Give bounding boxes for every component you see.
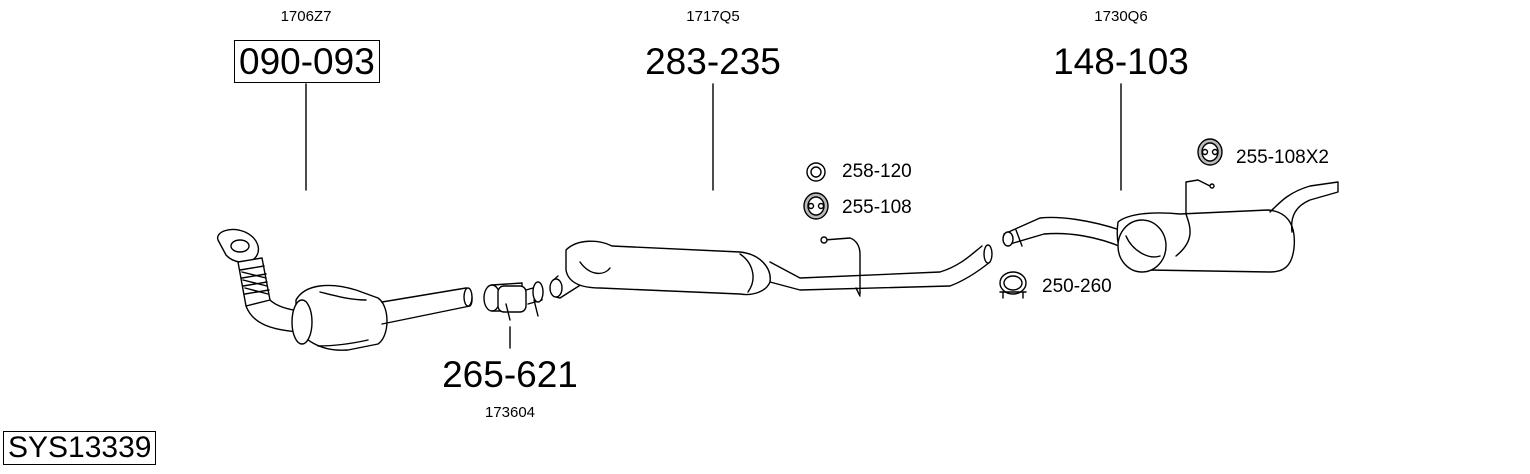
rubber-hanger-icon — [1198, 139, 1222, 165]
oe-number-173604: 173604 — [484, 404, 536, 421]
joint-clamp-icon — [484, 282, 543, 320]
clamp-icon — [1000, 272, 1026, 298]
part-number-265-621[interactable]: 265-621 — [442, 354, 578, 395]
system-code: SYS13339 — [3, 431, 157, 465]
rubber-hanger-icon — [804, 193, 828, 219]
middle-silencer-icon — [550, 237, 992, 298]
part-number-283-235[interactable]: 283-235 — [645, 41, 781, 82]
accessory-label-258-120[interactable]: 258-120 — [842, 161, 912, 182]
part-number-090-093[interactable]: 090-093 — [234, 40, 380, 83]
accessory-label-250-260[interactable]: 250-260 — [1042, 276, 1112, 297]
ring-icon — [807, 163, 825, 181]
oe-number-1730Q6: 1730Q6 — [1094, 8, 1148, 25]
accessory-label-255-108[interactable]: 255-108 — [842, 197, 912, 218]
part-number-148-103[interactable]: 148-103 — [1053, 41, 1189, 82]
rear-silencer-icon — [1003, 180, 1338, 272]
accessory-label-255-108X2[interactable]: 255-108X2 — [1236, 147, 1329, 168]
catalytic-converter-icon — [218, 230, 472, 351]
oe-number-1717Q5: 1717Q5 — [686, 8, 740, 25]
oe-number-1706Z7: 1706Z7 — [280, 8, 332, 25]
